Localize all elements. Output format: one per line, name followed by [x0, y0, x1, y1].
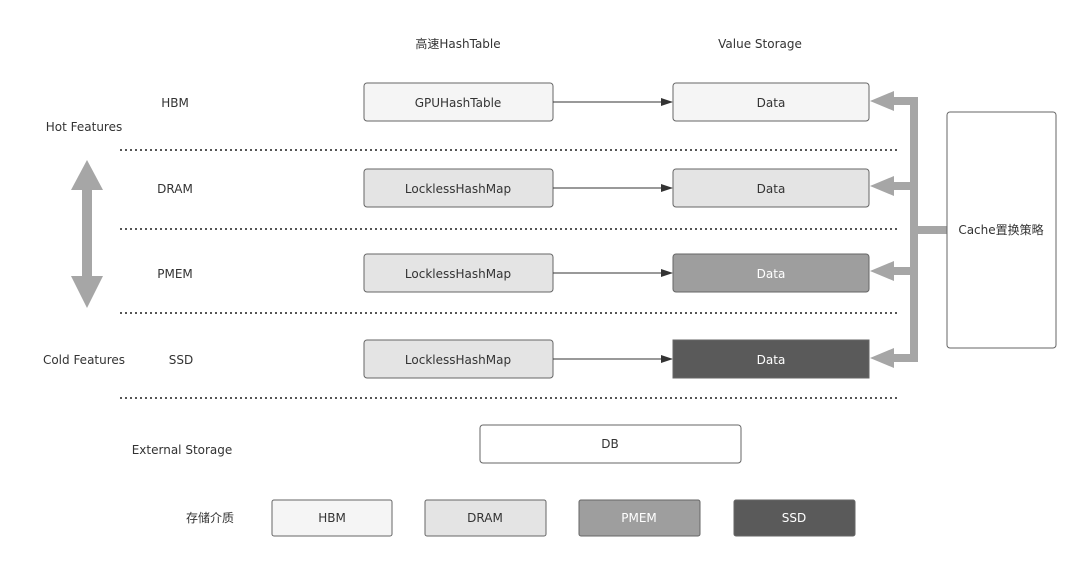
db-box — [479, 424, 742, 464]
legend-label-hbm: HBM — [318, 511, 346, 525]
legend-label-ssd: SSD — [782, 511, 806, 525]
data-box-hbm — [672, 82, 870, 122]
hash-label-hbm: GPUHashTable — [415, 96, 502, 110]
external-storage-label: External Storage — [132, 443, 233, 457]
legend-label-dram: DRAM — [467, 511, 503, 525]
hash-label-ssd: LocklessHashMap — [405, 353, 511, 367]
legend-swatch-dram — [424, 499, 547, 537]
cache-policy-box — [946, 111, 1057, 349]
tier-label-pmem: PMEM — [157, 267, 193, 281]
data-label-hbm: Data — [757, 96, 786, 110]
cache-policy-label: Cache置换策略 — [958, 222, 1043, 237]
hot-features-label: Hot Features — [46, 120, 122, 134]
legend-swatch-hbm — [271, 499, 393, 537]
legend-swatch-ssd — [733, 499, 856, 537]
data-label-ssd: Data — [757, 353, 786, 367]
legend-label-pmem: PMEM — [621, 511, 657, 525]
hash-label-pmem: LocklessHashMap — [405, 267, 511, 281]
data-label-pmem: Data — [757, 267, 786, 281]
column-header-hash-table: 高速HashTable — [415, 36, 500, 51]
legend-title: 存储介质 — [186, 510, 234, 525]
column-header-value-storage: Value Storage — [718, 37, 802, 51]
db-label: DB — [601, 437, 618, 451]
data-box-pmem — [672, 253, 870, 293]
tier-label-ssd: SSD — [169, 353, 193, 367]
tier-label-hbm: HBM — [161, 96, 189, 110]
hash-label-dram: LocklessHashMap — [405, 182, 511, 196]
legend-swatch-pmem — [578, 499, 701, 537]
data-box-dram — [672, 168, 870, 208]
cold-features-label: Cold Features — [43, 353, 125, 367]
data-box-ssd — [672, 339, 870, 379]
tier-label-dram: DRAM — [157, 182, 193, 196]
data-label-dram: Data — [757, 182, 786, 196]
hot-cold-double-arrow — [71, 160, 103, 308]
cache-policy-arrows — [870, 91, 948, 368]
